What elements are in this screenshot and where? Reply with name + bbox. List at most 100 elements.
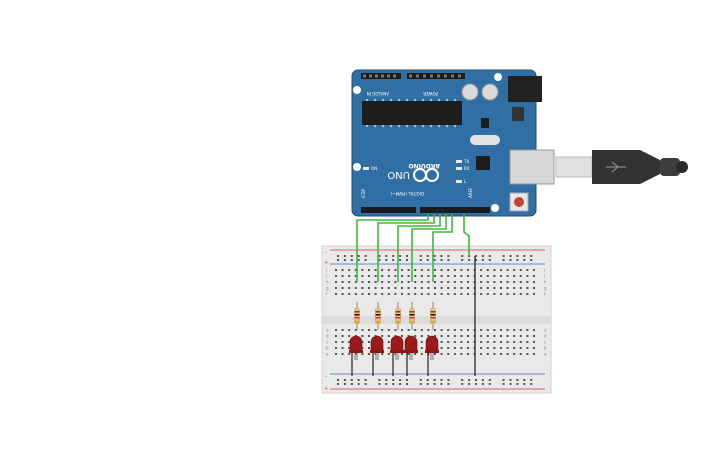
breadboard-hole[interactable] <box>440 269 443 271</box>
breadboard-hole[interactable] <box>420 329 423 331</box>
breadboard-hole[interactable] <box>493 269 496 271</box>
breadboard-hole[interactable] <box>447 275 450 277</box>
breadboard-hole[interactable] <box>447 335 450 337</box>
breadboard-hole[interactable] <box>434 293 436 295</box>
breadboard-hole[interactable] <box>354 269 357 271</box>
rail-hole[interactable] <box>516 259 519 261</box>
breadboard-hole[interactable] <box>387 341 390 343</box>
breadboard-hole[interactable] <box>526 293 529 295</box>
breadboard-hole[interactable] <box>434 281 436 283</box>
breadboard-hole[interactable] <box>480 281 483 283</box>
breadboard-hole[interactable] <box>447 347 450 349</box>
rail-hole[interactable] <box>378 255 381 257</box>
breadboard-hole[interactable] <box>401 293 403 295</box>
breadboard-hole[interactable] <box>500 269 502 271</box>
breadboard-hole[interactable] <box>361 329 364 331</box>
rail-hole[interactable] <box>475 255 477 257</box>
breadboard-hole[interactable] <box>354 275 357 277</box>
breadboard-hole[interactable] <box>533 341 535 343</box>
breadboard-hole[interactable] <box>440 275 443 277</box>
rail-hole[interactable] <box>419 383 422 385</box>
breadboard-hole[interactable] <box>374 287 377 289</box>
breadboard-hole[interactable] <box>394 329 397 331</box>
breadboard-hole[interactable] <box>453 269 456 271</box>
rail-hole[interactable] <box>523 255 526 257</box>
breadboard-hole[interactable] <box>407 269 410 271</box>
breadboard-hole[interactable] <box>427 287 430 289</box>
rail-hole[interactable] <box>509 379 512 381</box>
rail-hole[interactable] <box>385 383 388 385</box>
breadboard-hole[interactable] <box>513 293 516 295</box>
breadboard-hole[interactable] <box>374 281 377 283</box>
rail-hole[interactable] <box>364 255 367 257</box>
breadboard-hole[interactable] <box>394 281 397 283</box>
rail-hole[interactable] <box>378 379 381 381</box>
rail-hole[interactable] <box>475 383 477 385</box>
rail-hole[interactable] <box>502 259 505 261</box>
breadboard-hole[interactable] <box>420 293 423 295</box>
breadboard-hole[interactable] <box>407 293 410 295</box>
rail-hole[interactable] <box>502 255 505 257</box>
breadboard-hole[interactable] <box>467 293 469 295</box>
breadboard-hole[interactable] <box>493 293 496 295</box>
rail-hole[interactable] <box>488 255 491 257</box>
breadboard-hole[interactable] <box>401 275 403 277</box>
breadboard-hole[interactable] <box>493 341 496 343</box>
red-led[interactable] <box>349 335 363 376</box>
breadboard-hole[interactable] <box>526 329 529 331</box>
rail-hole[interactable] <box>337 255 339 257</box>
breadboard-hole[interactable] <box>407 275 410 277</box>
breadboard-hole[interactable] <box>348 335 351 337</box>
breadboard-hole[interactable] <box>467 329 469 331</box>
breadboard-hole[interactable] <box>401 287 403 289</box>
breadboard-hole[interactable] <box>486 341 489 343</box>
breadboard-hole[interactable] <box>480 293 483 295</box>
rail-hole[interactable] <box>392 383 395 385</box>
breadboard-hole[interactable] <box>368 329 370 331</box>
rail-hole[interactable] <box>461 259 464 261</box>
rail-hole[interactable] <box>440 379 443 381</box>
breadboard-hole[interactable] <box>500 335 502 337</box>
breadboard-hole[interactable] <box>506 287 509 289</box>
rail-hole[interactable] <box>392 259 395 261</box>
breadboard-hole[interactable] <box>440 329 443 331</box>
power-header[interactable] <box>407 73 465 79</box>
rail-hole[interactable] <box>523 379 526 381</box>
rail-hole[interactable] <box>530 383 533 385</box>
breadboard-hole[interactable] <box>486 269 489 271</box>
rail-hole[interactable] <box>523 259 526 261</box>
breadboard-hole[interactable] <box>506 281 509 283</box>
breadboard-hole[interactable] <box>513 335 516 337</box>
rail-hole[interactable] <box>461 379 464 381</box>
breadboard-hole[interactable] <box>506 341 509 343</box>
breadboard-hole[interactable] <box>354 287 357 289</box>
breadboard-hole[interactable] <box>486 281 489 283</box>
rail-hole[interactable] <box>364 383 367 385</box>
rail-hole[interactable] <box>350 383 353 385</box>
breadboard-hole[interactable] <box>453 353 456 355</box>
breadboard-hole[interactable] <box>348 287 351 289</box>
breadboard-hole[interactable] <box>335 269 337 271</box>
breadboard-hole[interactable] <box>368 341 370 343</box>
breadboard-hole[interactable] <box>480 353 483 355</box>
rail-hole[interactable] <box>481 255 484 257</box>
breadboard-hole[interactable] <box>414 353 417 355</box>
breadboard-hole[interactable] <box>387 281 390 283</box>
breadboard-hole[interactable] <box>480 287 483 289</box>
breadboard-hole[interactable] <box>467 275 469 277</box>
digital-header-right[interactable] <box>420 207 490 213</box>
breadboard-hole[interactable] <box>513 275 516 277</box>
breadboard-hole[interactable] <box>434 287 436 289</box>
breadboard-hole[interactable] <box>354 329 357 331</box>
breadboard-hole[interactable] <box>414 275 417 277</box>
breadboard-hole[interactable] <box>348 281 351 283</box>
breadboard-hole[interactable] <box>460 287 463 289</box>
breadboard-hole[interactable] <box>533 287 535 289</box>
breadboard-hole[interactable] <box>440 287 443 289</box>
wire-pin-2[interactable] <box>377 214 435 282</box>
breadboard-hole[interactable] <box>381 353 384 355</box>
breadboard-hole[interactable] <box>368 353 370 355</box>
breadboard-hole[interactable] <box>341 281 344 283</box>
breadboard-hole[interactable] <box>341 353 344 355</box>
breadboard-hole[interactable] <box>533 353 535 355</box>
